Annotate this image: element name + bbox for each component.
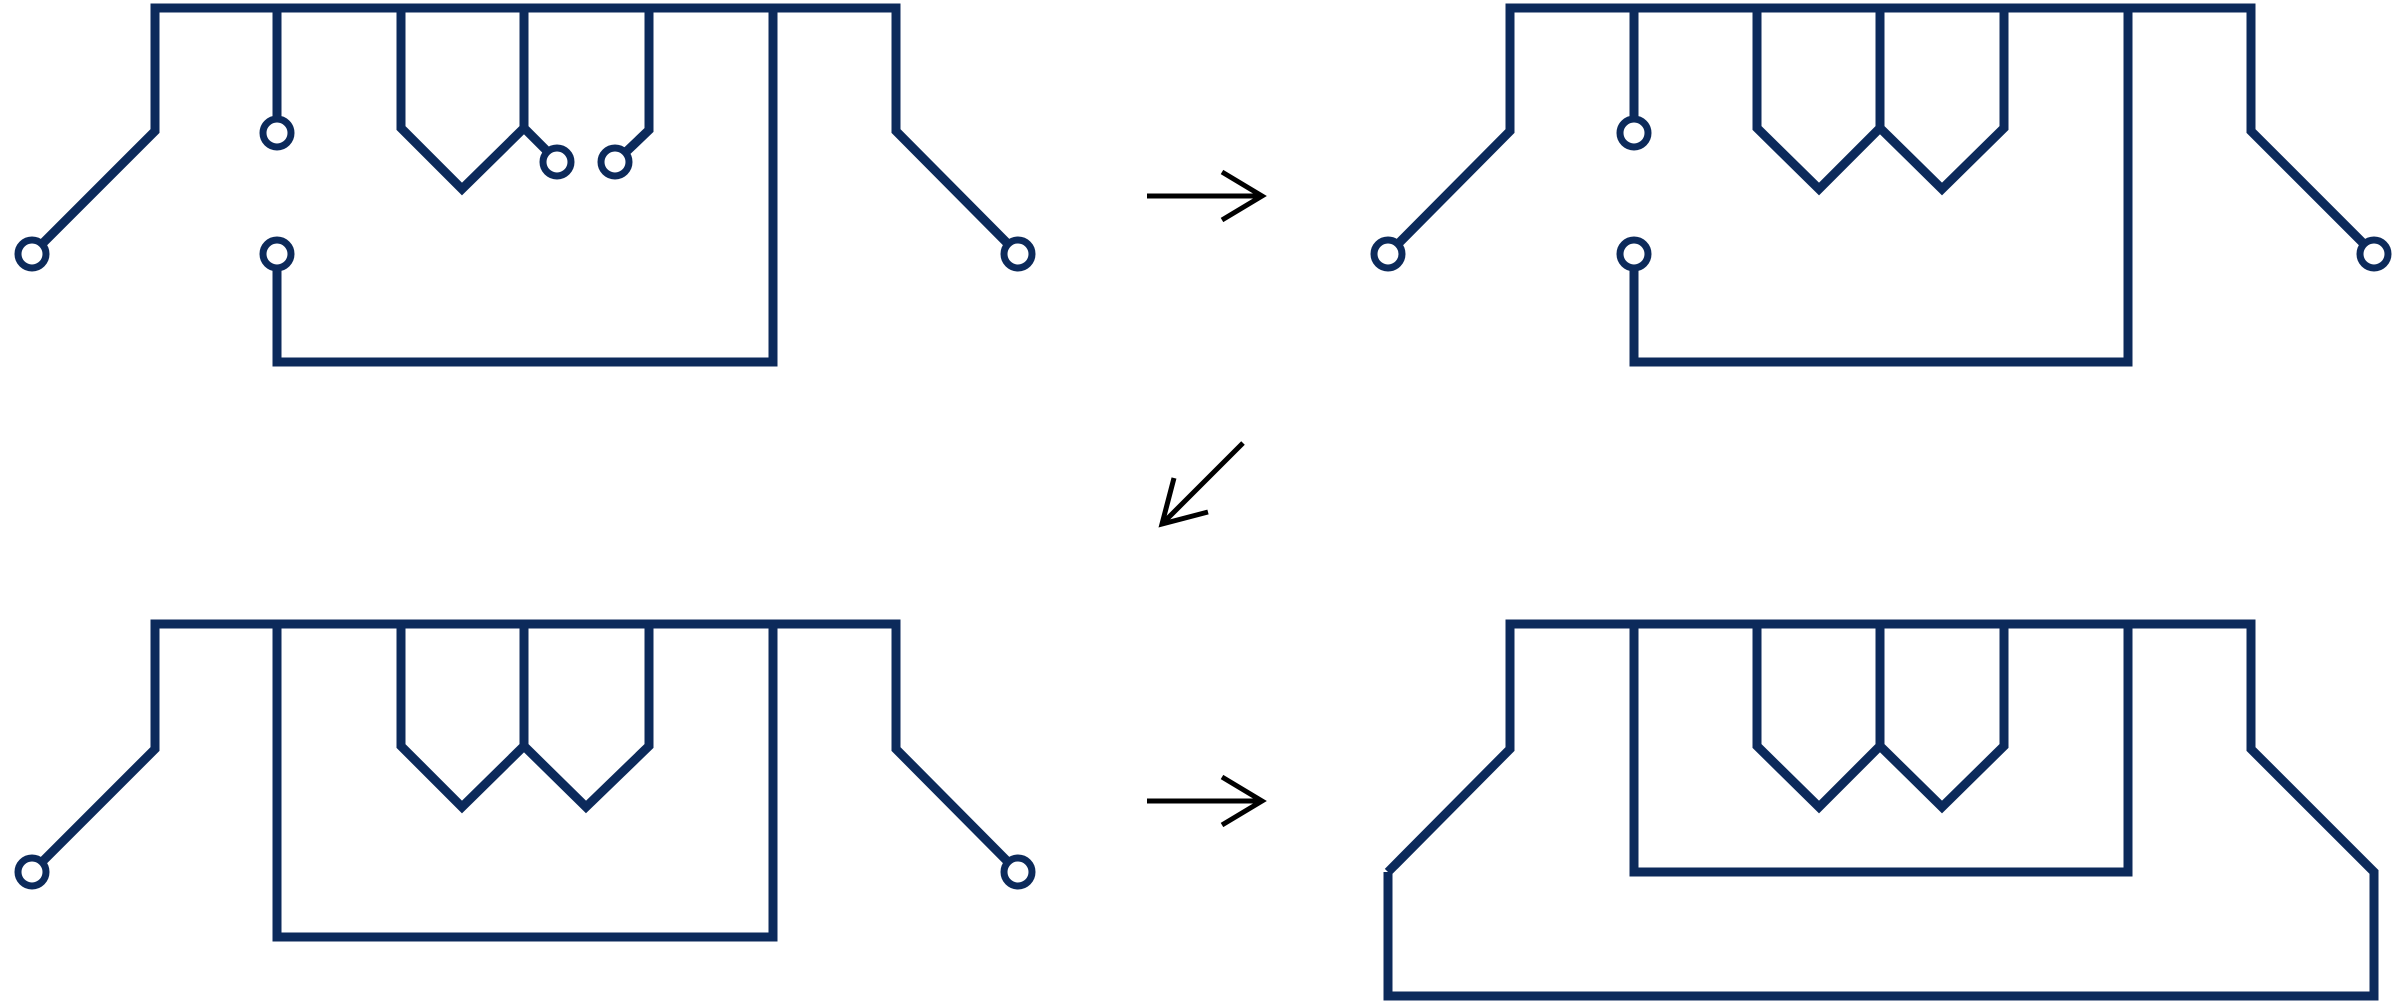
step-1-terminal-branch-a: [539, 144, 575, 180]
step-4-outer-loop: [1383, 619, 2379, 1001]
step-3-terminal-left: [14, 854, 50, 890]
step-1-right-stub: [623, 8, 654, 155]
step-2-terminal-lower-loop: [1616, 236, 1652, 272]
arrow-right-bottom: [1147, 774, 1267, 828]
step-3-diagram: [14, 619, 1036, 942]
step-1-terminal-left: [14, 236, 50, 272]
step-1-diagram: [14, 3, 1036, 367]
step-1-terminal-right: [1000, 236, 1036, 272]
step-2-terminal-right: [2356, 236, 2392, 272]
step-3-inner-loop: [272, 624, 778, 942]
arrow-down-left: [1158, 441, 1245, 528]
step-1-branch-right: [520, 124, 551, 155]
step-2-terminal-upper-drop: [1616, 115, 1652, 151]
step-1-lower-loop: [272, 8, 778, 367]
step-1-v-shape: [396, 8, 529, 196]
step-3-terminal-right: [1000, 854, 1036, 890]
step-4-diagram: [1383, 619, 2379, 1001]
step-2-diagram: [1370, 3, 2392, 367]
step-2-terminal-left: [1370, 236, 1406, 272]
step-1-terminal-branch-b: [597, 144, 633, 180]
step-1-terminal-lower-loop: [259, 236, 295, 272]
transition-arrows: [1147, 169, 1267, 828]
step-2-lower-loop: [1629, 8, 2133, 367]
step-1-terminal-upper-drop: [259, 115, 295, 151]
arrow-right-top: [1147, 169, 1267, 223]
step-4-inner-loop: [1629, 624, 2133, 877]
